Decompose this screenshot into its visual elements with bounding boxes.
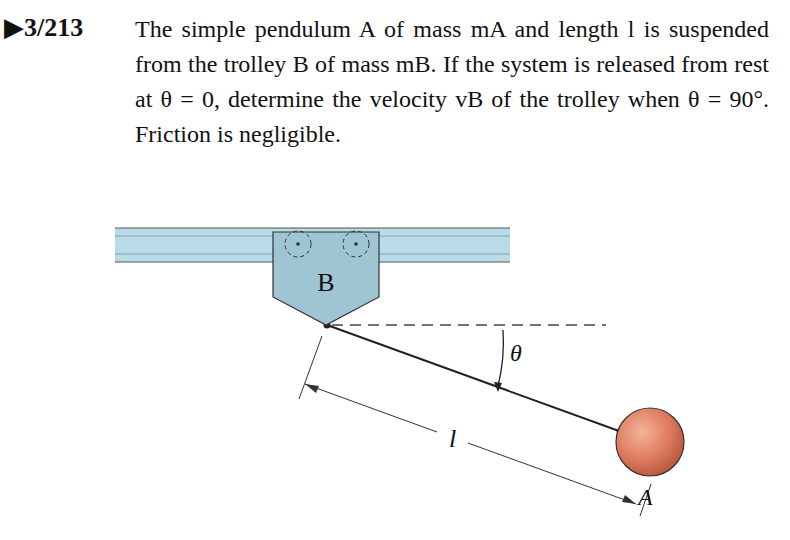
angle-arc <box>498 330 503 386</box>
reference-line <box>332 324 606 325</box>
pendulum-rod <box>327 325 619 431</box>
pendulum-bob <box>616 408 684 476</box>
angle-label: θ <box>510 340 522 367</box>
trolley-label: B <box>272 268 380 298</box>
dimension-label: l <box>446 424 459 454</box>
problem-statement: The simple pendulum A of mass mA and len… <box>135 12 769 152</box>
extension-line <box>299 336 322 399</box>
problem-number: ▶3/213 <box>4 12 83 43</box>
dimension-line <box>305 384 437 432</box>
trolley: B <box>272 230 380 327</box>
mass-label: A <box>638 484 653 511</box>
dimension-line <box>468 443 636 504</box>
